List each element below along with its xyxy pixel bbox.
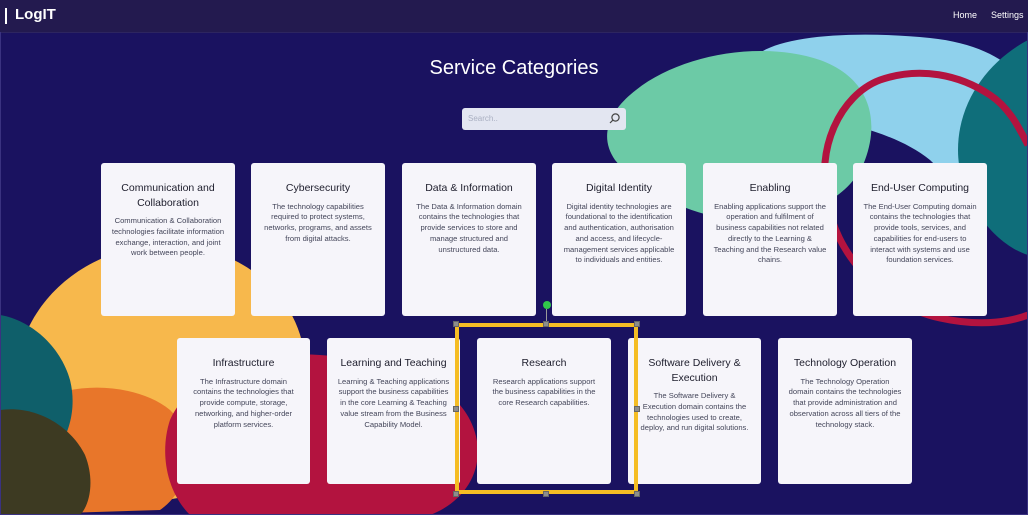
card-description: Enabling applications support the operat… <box>713 201 827 265</box>
category-card[interactable]: Communication and Collaboration Communic… <box>101 163 235 316</box>
resize-handle-top[interactable] <box>543 321 549 327</box>
card-description: The technology capabilities required to … <box>264 201 372 243</box>
resize-handle-left[interactable] <box>453 406 459 412</box>
nav-home-link[interactable]: Home <box>953 10 978 20</box>
card-title: Data & Information <box>425 182 513 194</box>
card-description: The Technology Operation domain contains… <box>788 376 902 429</box>
resize-handle-bottom-left[interactable] <box>453 491 459 497</box>
category-card[interactable]: Enabling Enabling applications support t… <box>703 163 837 316</box>
category-card[interactable]: Research Research applications support t… <box>477 338 611 484</box>
card-description: Learning & Teaching applications support… <box>337 376 450 429</box>
category-card[interactable]: Cybersecurity The technology capabilitie… <box>251 163 385 316</box>
brand-divider <box>5 8 7 24</box>
card-description: The Infrastructure domain contains the t… <box>193 376 294 429</box>
card-title: Communication and Collaboration <box>121 182 215 209</box>
rotation-handle-line <box>546 309 547 324</box>
card-description: Communication & Collaboration technologi… <box>111 216 225 258</box>
category-card[interactable]: Digital Identity Digital identity techno… <box>552 163 686 316</box>
card-title: End-User Computing <box>870 182 970 194</box>
card-title: Research <box>521 357 567 369</box>
resize-handle-top-right[interactable] <box>634 321 640 327</box>
card-description: Digital identity technologies are founda… <box>563 201 675 265</box>
card-description: The Software Delivery & Execution domain… <box>640 391 749 433</box>
page-title: Service Categories <box>429 57 599 79</box>
resize-handle-top-left[interactable] <box>453 321 459 327</box>
category-card[interactable]: Technology Operation The Technology Oper… <box>778 338 912 484</box>
nav-settings-link[interactable]: Settings <box>991 10 1024 20</box>
search-bar[interactable] <box>462 108 626 130</box>
category-card[interactable]: Software Delivery & Execution The Softwa… <box>628 338 761 484</box>
resize-handle-bottom[interactable] <box>543 491 549 497</box>
card-title: Technology Operation <box>793 357 897 369</box>
category-card[interactable]: Infrastructure The Infrastructure domain… <box>177 338 310 484</box>
resize-handle-bottom-right[interactable] <box>634 491 640 497</box>
card-title: Enabling <box>749 182 791 194</box>
card-title: Software Delivery & Execution <box>648 357 741 384</box>
card-title: Infrastructure <box>212 357 275 369</box>
category-card[interactable]: End-User Computing The End-User Computin… <box>853 163 987 316</box>
search-icon[interactable] <box>608 112 621 125</box>
category-card[interactable]: Learning and Teaching Learning & Teachin… <box>327 338 460 484</box>
card-title: Cybersecurity <box>285 182 351 194</box>
card-description: Research applications support the busine… <box>492 376 596 408</box>
rotation-handle[interactable] <box>543 301 551 309</box>
card-description: The End-User Computing domain contains t… <box>863 201 977 265</box>
search-input[interactable] <box>468 111 598 126</box>
top-navbar: LogIT Home Settings <box>0 0 1028 33</box>
card-description: The Data & Information domain contains t… <box>416 201 522 254</box>
category-card[interactable]: Data & Information The Data & Informatio… <box>402 163 536 316</box>
resize-handle-right[interactable] <box>634 406 640 412</box>
card-title: Learning and Teaching <box>340 357 447 369</box>
card-title: Digital Identity <box>586 182 652 194</box>
brand-logo[interactable]: LogIT <box>15 6 56 23</box>
